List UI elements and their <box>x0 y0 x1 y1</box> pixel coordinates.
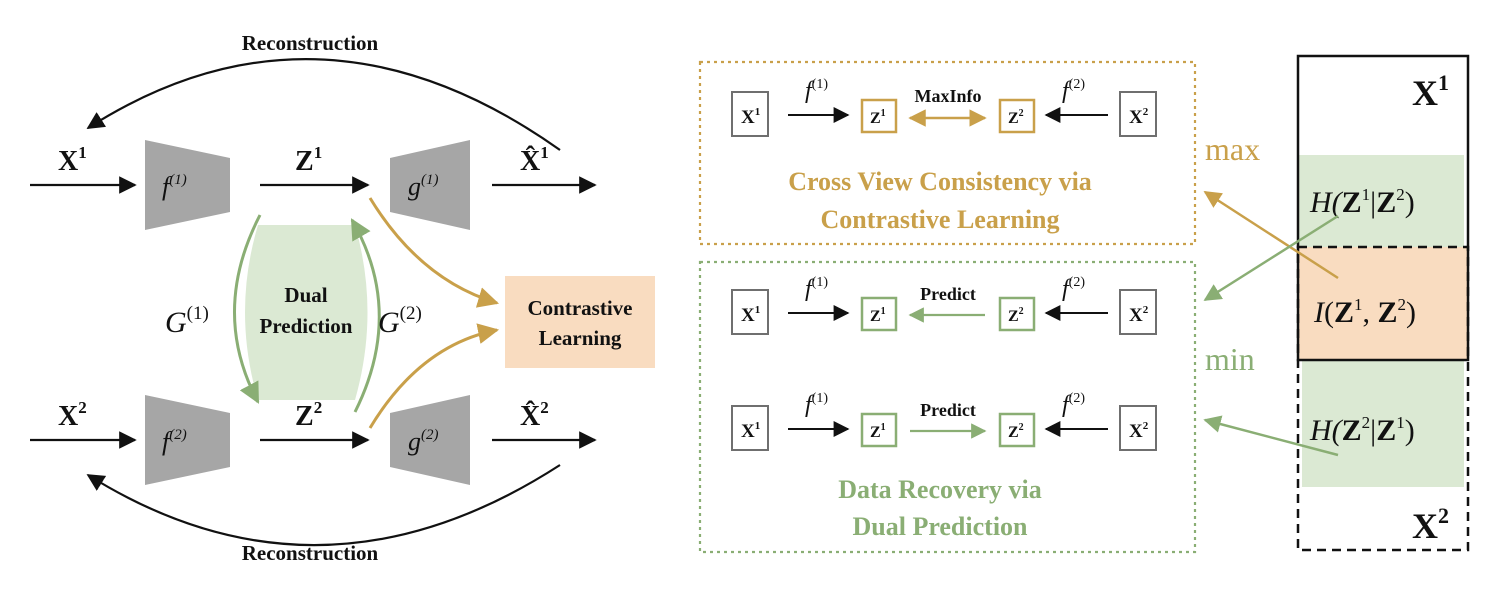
z1-box <box>860 98 898 134</box>
z2-box <box>998 296 1036 332</box>
f1-label: f(1) <box>162 172 187 201</box>
z1-box <box>860 412 898 448</box>
consistency-caption-2: Contrastive Learning <box>820 205 1059 234</box>
z1-box <box>860 296 898 332</box>
decoder-g2 <box>390 395 470 485</box>
max-arrow <box>1203 190 1339 280</box>
predict-label: Predict <box>920 400 976 420</box>
z1-label: Z1 <box>295 143 322 177</box>
x1-entropy-label: X1 <box>1412 70 1449 113</box>
G1-label: G(1) <box>165 303 209 339</box>
x1-entropy-box <box>1296 54 1470 362</box>
encoder-f2 <box>145 395 230 485</box>
z1-box-label: Z1 <box>870 306 886 325</box>
x1-box-label: X1 <box>741 304 760 326</box>
z2-label: Z2 <box>295 398 322 432</box>
x1-box <box>731 91 769 137</box>
xhat1-label: X̂1 <box>520 143 549 177</box>
xhat2-label: X̂2 <box>520 398 549 432</box>
predict-label: Predict <box>920 284 976 304</box>
z2-box-label: Z2 <box>1008 108 1024 127</box>
x2-label: X2 <box>58 398 87 432</box>
x1-box <box>731 289 769 335</box>
z2-to-contrastive-arrow <box>368 323 500 429</box>
G2-label: G(2) <box>378 303 422 339</box>
x2-box <box>1119 289 1157 335</box>
z2-box-label: Z2 <box>1008 306 1024 325</box>
contrastive-learning-box <box>505 276 655 368</box>
encoder-f1 <box>145 140 230 230</box>
middle-panels: X1 f(1) Z1 MaxInfo Z2 f(2) X2 Cross View… <box>698 60 1197 554</box>
reconstruction-arc-top <box>86 58 561 151</box>
consistency-caption-1: Cross View Consistency via <box>788 167 1092 196</box>
x2-box-label: X2 <box>1129 420 1149 442</box>
contrastive-learning-label-1: Contrastive <box>528 296 633 320</box>
recovery-row-2: X1 f(1) Z1 Predict Z2 f(2) X2 <box>731 391 1157 451</box>
f1-label: f(1) <box>805 77 828 104</box>
dual-prediction-arrow-down <box>233 214 262 404</box>
recovery-caption-1: Data Recovery via <box>838 475 1042 504</box>
reconstruction-label-top: Reconstruction <box>242 31 379 55</box>
g2-label: g(2) <box>408 427 439 456</box>
dual-prediction-arrow-up <box>350 218 381 413</box>
g1-label: g(1) <box>408 172 439 201</box>
recovery-row-1: X1 f(1) Z1 Predict Z2 f(2) X2 <box>731 275 1157 335</box>
z1-box-label: Z1 <box>870 108 886 127</box>
z2-box-label: Z2 <box>1008 422 1024 441</box>
recovery-caption-2: Dual Prediction <box>852 512 1028 541</box>
x2-box-label: X2 <box>1129 106 1149 128</box>
z1-box-label: Z1 <box>870 422 886 441</box>
z1-to-contrastive-arrow <box>368 197 500 308</box>
min-label: min <box>1205 341 1255 377</box>
maxinfo-label: MaxInfo <box>915 86 982 106</box>
x2-entropy-label: X2 <box>1412 503 1449 546</box>
x2-entropy-box <box>1296 245 1470 552</box>
mutual-info-label: I(Z1, Z2) <box>1313 295 1416 329</box>
f1-label: f(1) <box>805 275 828 302</box>
reconstruction-arc-bottom <box>86 464 561 547</box>
f2-label: f(2) <box>162 427 187 456</box>
x1-box-label: X1 <box>741 420 760 442</box>
x1-label: X1 <box>58 143 87 177</box>
consistency-panel <box>698 60 1197 246</box>
max-label: max <box>1205 131 1260 167</box>
f2-label: f(2) <box>1062 275 1085 302</box>
f1-label: f(1) <box>805 391 828 418</box>
information-diagram: X1 X2 H(Z1|Z2) I(Z1, Z2) H(Z2|Z1) max mi… <box>1203 54 1470 552</box>
dual-prediction-label-1: Dual <box>284 283 327 307</box>
x2-box <box>1119 405 1157 451</box>
decoder-g1 <box>390 140 470 230</box>
recovery-panel <box>698 260 1197 554</box>
min-arrow-bottom <box>1203 415 1339 457</box>
f2-label: f(2) <box>1062 391 1085 418</box>
contrastive-learning-label-2: Learning <box>539 326 622 350</box>
dual-prediction-label-2: Prediction <box>260 314 353 338</box>
left-diagram: Reconstruction Reconstruction X1 f(1) Z1… <box>30 31 655 565</box>
dual-prediction-region <box>245 225 368 400</box>
x1-box-label: X1 <box>741 106 760 128</box>
consistency-row: X1 f(1) Z1 MaxInfo Z2 f(2) X2 <box>731 77 1157 137</box>
x2-box <box>1119 91 1157 137</box>
min-arrow-top <box>1203 214 1339 302</box>
f2-label: f(2) <box>1062 77 1085 104</box>
mutual-info-region <box>1298 247 1468 360</box>
h1-cond-region <box>1298 155 1464 247</box>
reconstruction-label-bottom: Reconstruction <box>242 541 379 565</box>
h2-cond-region <box>1302 360 1464 487</box>
z2-box <box>998 98 1036 134</box>
z2-box <box>998 412 1036 448</box>
h2-cond-label: H(Z2|Z1) <box>1309 413 1415 447</box>
x2-box-label: X2 <box>1129 304 1149 326</box>
h1-cond-label: H(Z1|Z2) <box>1309 185 1415 219</box>
x1-box <box>731 405 769 451</box>
